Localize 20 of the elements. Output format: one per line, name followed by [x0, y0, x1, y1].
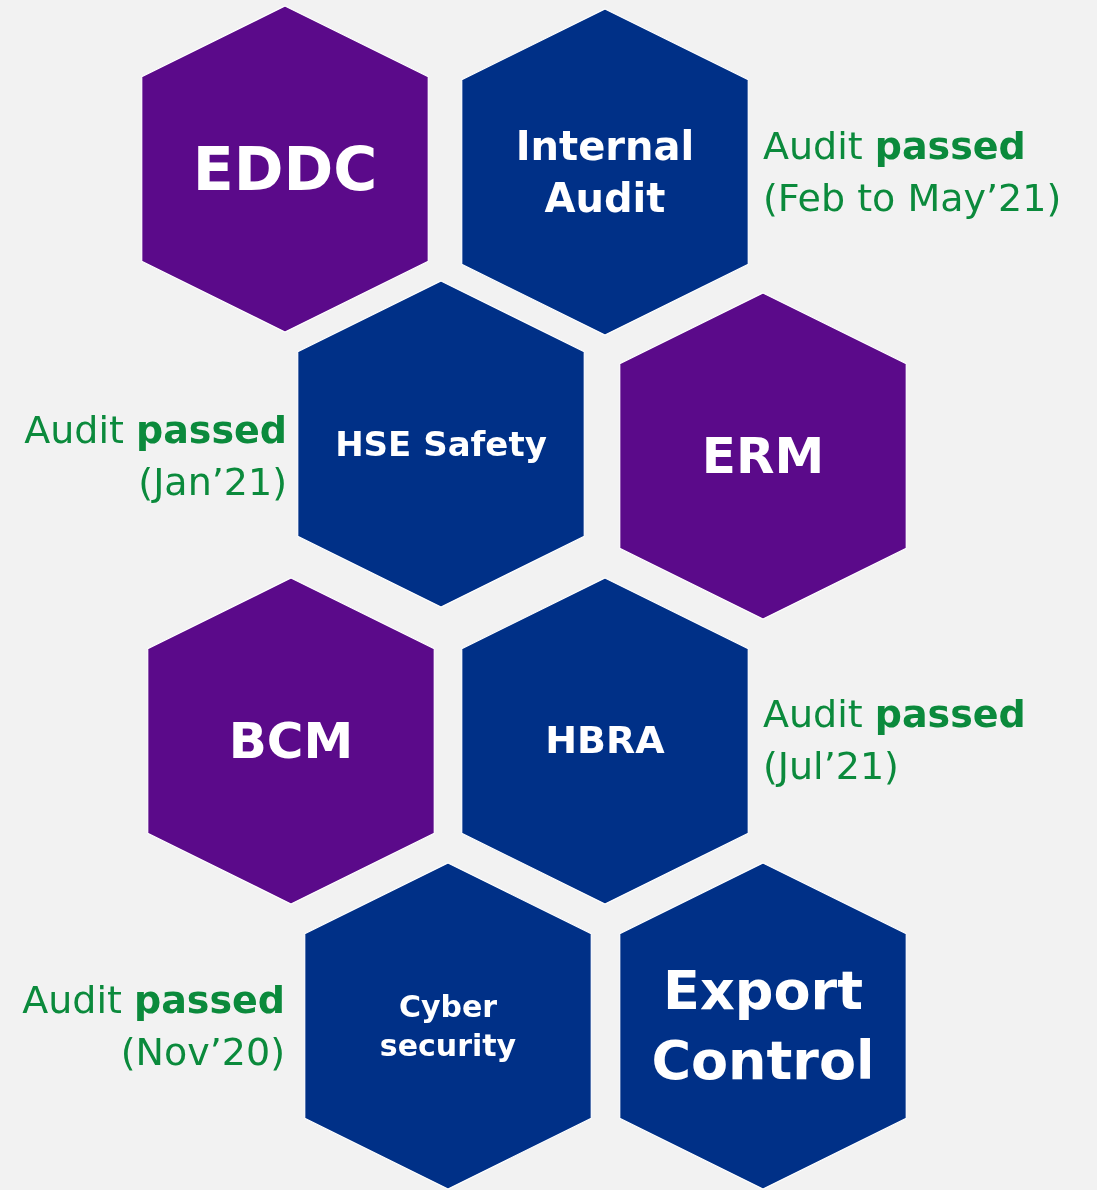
hexagon-label: EDDC [192, 133, 378, 206]
hexagon-label: HBRA [545, 717, 665, 765]
hexagon-label: BCM [228, 710, 354, 772]
hexagon [146, 576, 436, 906]
audit-status-note: Audit passed (Jul’21) [763, 691, 1027, 791]
hexagon [296, 279, 586, 609]
hexagon [140, 4, 430, 334]
hexagon [618, 861, 908, 1190]
hexagon-label: HSE Safety [335, 422, 547, 466]
hexagon [460, 7, 750, 337]
audit-status-note: Audit passed (Jan’21) [23, 407, 287, 507]
hexagon-label: Cyber security [378, 988, 518, 1065]
hexagon [303, 861, 593, 1190]
hexagon [460, 576, 750, 906]
hexagon-label: ERM [701, 425, 825, 487]
audit-status-note: Audit passed (Feb to May’21) [763, 123, 1063, 223]
hexagon [618, 291, 908, 621]
hexagon-label: Export Control [650, 957, 876, 1094]
hexagon-label: Internal Audit [514, 122, 696, 223]
audit-status-note: Audit passed (Nov’20) [21, 977, 285, 1077]
